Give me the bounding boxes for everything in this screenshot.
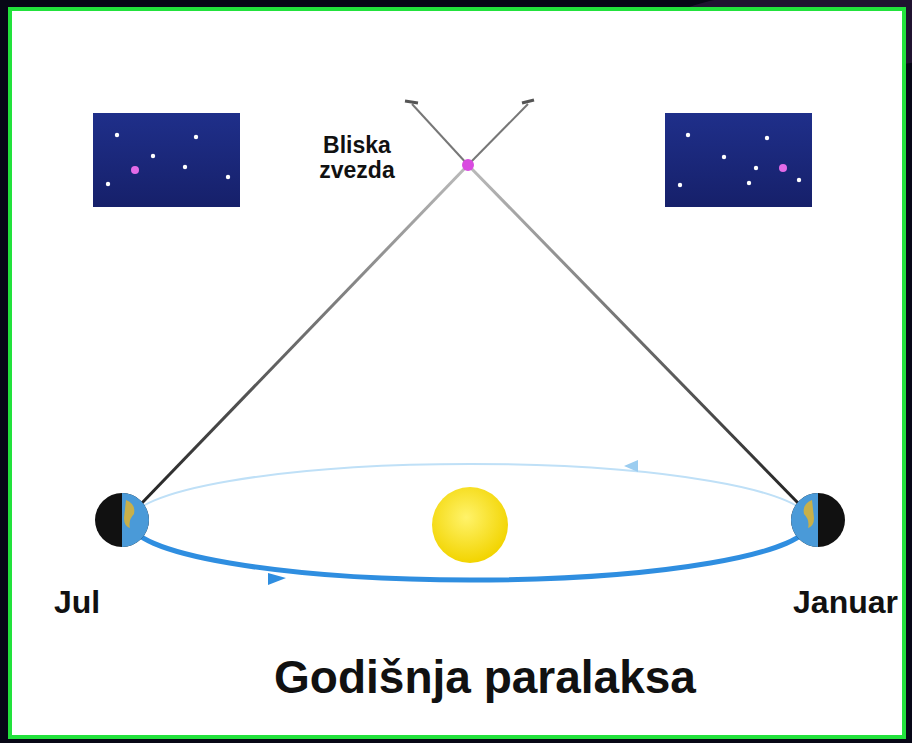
earth-july [95,493,149,547]
star-dot [722,155,726,159]
near-star-dot [779,164,787,172]
position-label: Januar [793,585,898,620]
star-dot [115,133,119,137]
star-dot [194,135,198,139]
star-dot [678,183,682,187]
sight-line [140,165,468,505]
sight-line [468,165,800,505]
sky-view-july [93,113,240,207]
sun [432,487,508,563]
star-dot [754,166,758,170]
sky-box [665,113,812,207]
star-dot [765,136,769,140]
star-dot [183,165,187,169]
orbit-arrow [268,573,286,585]
star-dot [747,181,751,185]
earth-night [95,493,149,547]
orbit-back [130,464,810,580]
sight-line [468,104,528,165]
star-label: Bliska zvezda [301,133,413,184]
sky-view-january [665,113,812,207]
sight-line [412,104,468,165]
earth-night [791,493,845,547]
star-dot [106,182,110,186]
near-star [462,159,474,171]
position-label: Jul [54,585,100,620]
frame [10,9,904,737]
sight-line-tip [522,100,534,103]
earth-land [124,500,134,528]
earth-day [791,493,818,547]
orbit-arrow [624,460,638,472]
star-dot [686,133,690,137]
star-dot [226,175,230,179]
sky-box [93,113,240,207]
sight-line-tip [405,101,418,103]
star-dot [797,178,801,182]
star-dot [151,154,155,158]
near-star-dot [131,166,139,174]
earth-day [122,493,149,547]
earth-january [791,493,845,547]
caption: Godišnja paralaksa [274,652,696,703]
earth-land [804,500,814,528]
